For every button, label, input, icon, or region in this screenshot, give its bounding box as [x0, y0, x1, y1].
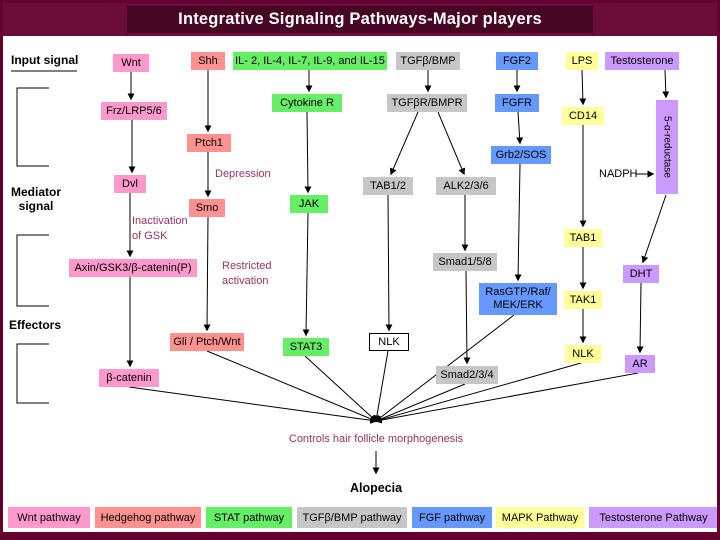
arrow-connector: [206, 350, 378, 423]
node-tab1-2: TAB1/2: [363, 177, 413, 195]
node-lps: LPS: [566, 52, 598, 70]
node-tgfbr-bmpr: TGFβR/BMPR: [387, 94, 467, 112]
mediator-signal-label: Mediator signal: [10, 185, 61, 213]
node-shh: Shh: [191, 52, 225, 70]
node-nlk-tgfb: NLK: [369, 333, 409, 351]
node-tak1: TAK1: [564, 291, 602, 309]
effectors-label: Effectors: [9, 318, 62, 332]
title-bar: Integrative Signaling Pathways-Major pla…: [3, 3, 717, 36]
note-nadph: NADPH: [599, 168, 638, 180]
node-beta-catenin: β-catenin: [99, 369, 159, 387]
node-ar: AR: [625, 355, 655, 373]
arrow-connector: [302, 212, 310, 337]
node-frz-lrp5-6: Frz/LRP5/6: [101, 102, 167, 120]
arrow-connector: [203, 216, 211, 332]
node-5a-reductase: 5-α-reductase: [656, 100, 678, 194]
node-fgfr: FGFR: [495, 94, 539, 112]
node-smo: Smo: [189, 199, 225, 217]
arrow-connector: [516, 111, 524, 145]
arrow-connector: [304, 355, 378, 422]
arrow-connector: [385, 194, 393, 332]
connector-layer: [11, 69, 670, 475]
bracket-line: [16, 87, 49, 167]
node-wnt: Wnt: [113, 54, 149, 72]
arrow-connector: [579, 69, 587, 106]
node-ptch1: Ptch1: [187, 134, 231, 152]
outcome-label: Alopecia: [349, 481, 403, 495]
arrow-connector: [373, 350, 389, 423]
arrow-connector: [374, 362, 582, 423]
node-stat3: STAT3: [283, 338, 329, 356]
node-smad2-3-4: Smad2/3/4: [436, 366, 498, 384]
arrow-connector: [662, 69, 670, 99]
legend-hedgehog-pathway: Hedgehog pathway: [95, 507, 201, 528]
node-dvl: Dvl: [114, 175, 146, 193]
node-testosterone: Testosterone: [605, 52, 679, 70]
page-title: Integrative Signaling Pathways-Major pla…: [127, 6, 593, 33]
node-interleukins: IL- 2, IL-4, IL-7, IL-9, and IL-15: [233, 52, 387, 70]
arrow-connector: [641, 194, 667, 264]
node-cd14: CD14: [562, 107, 604, 125]
node-alk2-3-6: ALK2/3/6: [436, 177, 496, 195]
legend-mapk-pathway: MAPK Pathway: [496, 507, 584, 528]
legend-tgfb-bmp-pathway: TGFβ/BMP pathway: [297, 507, 407, 528]
node-axin-gsk3-bcatenin-p: Axin/GSK3/β-catenin(P): [69, 259, 197, 277]
arrow-connector: [374, 372, 639, 424]
note-restricted-activation: Restricted activation: [222, 260, 272, 287]
legend-wnt-pathway: Wnt pathway: [8, 507, 90, 528]
arrow-connector: [636, 282, 644, 354]
arrow-connector: [374, 383, 466, 423]
node-fgf2: FGF2: [496, 52, 538, 70]
node-dht: DHT: [623, 265, 659, 283]
bracket-line: [16, 234, 49, 307]
node-tgfb-bmp: TGFβ/BMP: [396, 52, 460, 70]
arrow-connector: [463, 270, 471, 365]
arrow-connector: [390, 111, 419, 176]
arrow-connector: [128, 386, 378, 424]
arrow-connector: [374, 314, 515, 422]
arrow-connector: [437, 111, 466, 176]
note-inactivation-of-gsk: Inactivation of GSK: [132, 215, 188, 242]
node-gli-ptch-wnt: Gli / Ptch/Wnt: [170, 333, 244, 351]
node-layer: Wnt Shh IL- 2, IL-4, IL-7, IL-9, and IL-15…: [3, 3, 717, 532]
node-cytokine-r: Cytokine R: [272, 94, 342, 112]
legend-stat-pathway: STAT pathway: [206, 507, 292, 528]
node-jak: JAK: [290, 195, 328, 213]
legend-testosterone-pathway: Testosterone Pathway: [589, 507, 717, 528]
input-signal-label: Input signal: [11, 53, 79, 67]
arrow-connector: [304, 111, 312, 194]
arrow-connector: [514, 163, 522, 282]
node-smad1-5-8: Smad1/5/8: [433, 253, 497, 271]
convergence-label: Controls hair follicle morphogenesis: [288, 433, 464, 445]
node-nlk-mapk: NLK: [565, 345, 601, 363]
node-grb2-sos: Grb2/SOS: [491, 146, 551, 164]
node-tab1: TAB1: [564, 229, 602, 247]
node-rasgtp-raf-mek-erk: RasGTP/Raf/ MEK/ERK: [479, 283, 557, 315]
bracket-line: [16, 343, 49, 404]
legend-fgf-pathway: FGF pathway: [412, 507, 492, 528]
note-depression: Depression: [215, 168, 271, 180]
